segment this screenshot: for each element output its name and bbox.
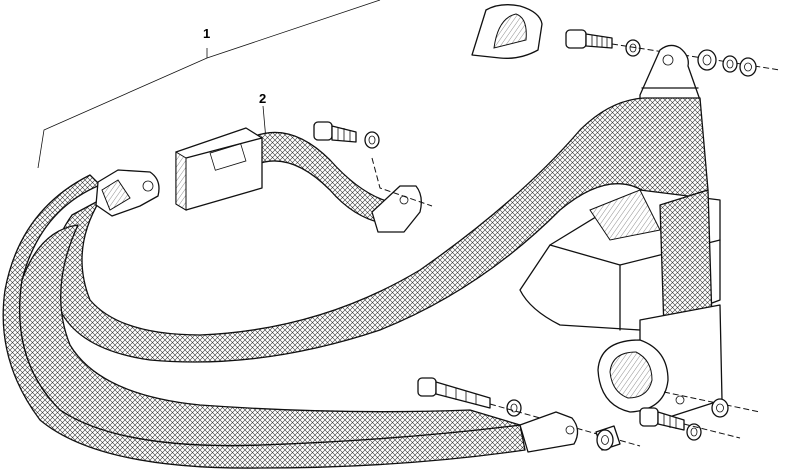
washer-icon bbox=[686, 423, 702, 441]
lap-anchor-hardware bbox=[417, 377, 641, 453]
callout-2-label: 2 bbox=[259, 91, 266, 106]
retractor-icon bbox=[519, 189, 723, 421]
pillar-anchor-icon bbox=[639, 44, 701, 101]
bolt-icon bbox=[417, 377, 491, 409]
callout-1-label: 1 bbox=[203, 26, 210, 41]
upper-anchor-hardware bbox=[565, 29, 781, 77]
spacer-bushing-icon bbox=[595, 425, 621, 451]
bolt-icon bbox=[565, 29, 613, 49]
buckle-bracket-icon bbox=[371, 185, 422, 233]
washer-icon bbox=[722, 55, 738, 73]
washer-icon bbox=[364, 131, 380, 149]
bolt-icon bbox=[313, 121, 357, 143]
nut-icon bbox=[739, 57, 757, 77]
shoulder-belt-webbing bbox=[51, 97, 709, 363]
washer-icon bbox=[697, 49, 717, 71]
washer-icon bbox=[711, 398, 729, 418]
trim-cap-icon bbox=[471, 4, 543, 59]
buckle-assembly bbox=[175, 121, 433, 233]
washer-icon bbox=[625, 39, 641, 57]
retractor-mount-hardware bbox=[639, 391, 761, 441]
lap-belt-webbing bbox=[2, 174, 526, 469]
lap-anchor-plate-icon bbox=[95, 169, 160, 217]
callout-1-bracket: 1 bbox=[37, 0, 381, 169]
washer-icon bbox=[506, 399, 522, 417]
bolt-icon bbox=[639, 407, 685, 431]
lap-anchor-plate-icon bbox=[519, 411, 579, 453]
